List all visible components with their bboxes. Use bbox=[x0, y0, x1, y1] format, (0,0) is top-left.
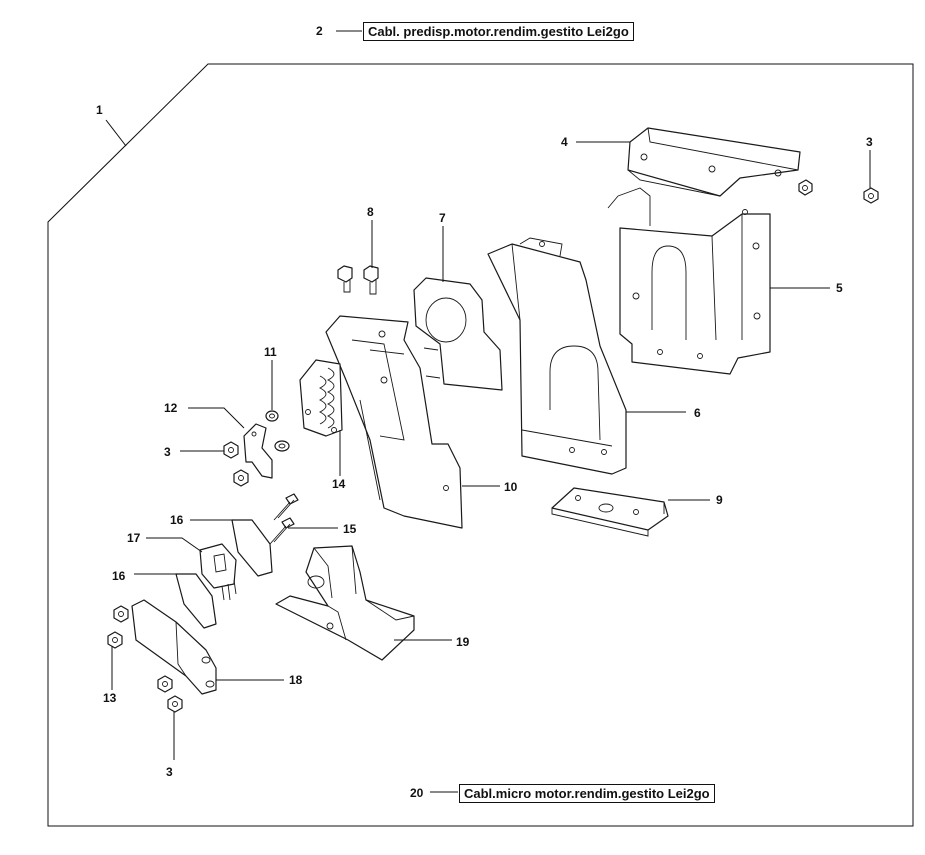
part-bottom-nuts bbox=[157, 675, 183, 713]
footer-cable-label: Cabl.micro motor.rendim.gestito Lei2go bbox=[459, 784, 715, 803]
callout-numbers: 1 3 3 3 4 5 6 7 8 9 10 11 12 13 14 15 16… bbox=[96, 24, 873, 800]
part-7-cam-plate bbox=[413, 277, 503, 391]
callout-15: 15 bbox=[343, 522, 357, 536]
part-11-washers bbox=[265, 410, 290, 452]
callout-12: 12 bbox=[164, 401, 178, 415]
callout-20: 20 bbox=[410, 786, 424, 800]
part-12-small-bracket bbox=[243, 423, 273, 479]
callout-3-bottom: 3 bbox=[166, 765, 173, 779]
callout-11: 11 bbox=[264, 345, 277, 359]
callout-9: 9 bbox=[716, 493, 723, 507]
part-19-lever-guide bbox=[275, 545, 415, 661]
part-16-plate-lower bbox=[175, 573, 217, 629]
part-9-bottom-plate bbox=[551, 487, 669, 537]
callout-14: 14 bbox=[332, 477, 346, 491]
callout-8: 8 bbox=[367, 205, 374, 219]
part-nut-b bbox=[863, 187, 879, 204]
callout-3-right: 3 bbox=[866, 135, 873, 149]
part-15-screws bbox=[269, 493, 299, 545]
part-5-u-holder bbox=[607, 187, 771, 375]
part-10-motor-bracket bbox=[325, 315, 463, 529]
callout-16-lower: 16 bbox=[112, 569, 126, 583]
callout-1: 1 bbox=[96, 103, 103, 117]
part-4-top-bracket bbox=[627, 127, 801, 197]
callout-7: 7 bbox=[439, 211, 446, 225]
callout-17: 17 bbox=[127, 531, 141, 545]
callout-5: 5 bbox=[836, 281, 843, 295]
assembly-frame bbox=[47, 63, 914, 827]
callout-6: 6 bbox=[694, 406, 701, 420]
callout-13: 13 bbox=[103, 691, 117, 705]
callout-2: 2 bbox=[316, 24, 323, 38]
part-nuts-left bbox=[223, 441, 249, 487]
leader-lines bbox=[105, 30, 871, 793]
part-nut-a bbox=[798, 179, 813, 196]
part-13-nuts bbox=[107, 605, 129, 649]
callout-18: 18 bbox=[289, 673, 303, 687]
part-17-micro-switch bbox=[199, 543, 237, 601]
part-6-channel bbox=[487, 237, 627, 475]
callout-3-left: 3 bbox=[164, 445, 171, 459]
part-18-angle-bracket bbox=[131, 599, 217, 695]
header-cable-label: Cabl. predisp.motor.rendim.gestito Lei2g… bbox=[363, 22, 634, 41]
callout-4: 4 bbox=[561, 135, 568, 149]
part-16-plate-upper bbox=[231, 519, 273, 577]
callout-10: 10 bbox=[504, 480, 518, 494]
callout-16-upper: 16 bbox=[170, 513, 184, 527]
callout-19: 19 bbox=[456, 635, 470, 649]
part-14-spring bbox=[299, 359, 343, 437]
part-8-bolts bbox=[337, 265, 379, 295]
